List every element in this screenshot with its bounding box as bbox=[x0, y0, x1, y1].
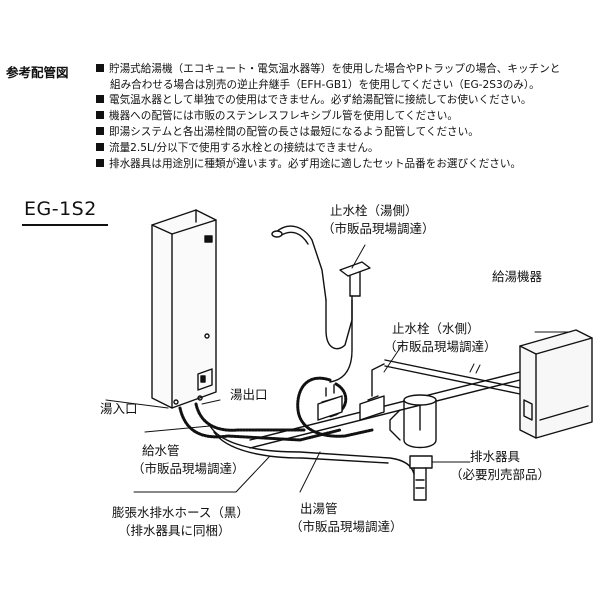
label-stop-valve-hot-note: （市販品現場調達） bbox=[322, 221, 435, 236]
label-hot-outlet: 湯出口 bbox=[230, 387, 268, 402]
label-expansion-hose-note: （排水器具に同梱） bbox=[118, 523, 231, 538]
label-hot-inlet: 湯入口 bbox=[100, 401, 138, 416]
instant-heater-unit bbox=[151, 209, 217, 409]
drain-trap bbox=[389, 394, 437, 501]
note-5: 流量2.5L/分以下で使用する水栓との接続はできません。 bbox=[96, 141, 379, 155]
faucet bbox=[271, 225, 371, 383]
water-heater-appliance bbox=[519, 329, 593, 439]
label-stop-valve-hot: 止水栓（湯側） bbox=[330, 203, 418, 218]
stop-valve-hot bbox=[317, 384, 343, 421]
note-4-text: 即湯システムと各出湯栓間の配管の長さは最短になるよう配管してください。 bbox=[109, 126, 479, 138]
note-3-text: 機器への配管には市販のステンレスフレキシブル管を使用してください。 bbox=[109, 110, 458, 122]
bullet-square-icon bbox=[96, 127, 104, 135]
label-hot-water-pipe-note: （市販品現場調達） bbox=[290, 519, 403, 534]
bullet-square-icon bbox=[96, 95, 104, 103]
leader-lines bbox=[105, 244, 571, 493]
note-2-text: 電気温水器として単独での使用はできません。必ず給湯配管に接続してお使いください。 bbox=[109, 94, 532, 106]
label-water-heater: 給湯機器 bbox=[492, 269, 543, 284]
model-number: EG-1S2 bbox=[24, 198, 97, 220]
note-1-text: 貯湯式給湯機（エコキュート・電気温水器等）を使用した場合やPトラップの場合、キッ… bbox=[109, 63, 561, 75]
bullet-square-icon bbox=[96, 64, 104, 72]
bullet-square-icon bbox=[96, 143, 104, 151]
bullet-square-icon bbox=[96, 159, 104, 167]
note-3: 機器への配管には市販のステンレスフレキシブル管を使用してください。 bbox=[96, 109, 458, 123]
note-6: 排水器具は用途別に種類が違います。必ず用途に適したセット品番をお選びください。 bbox=[96, 157, 521, 171]
note-1-continuation: 組み合わせる場合は別売の逆止弁継手（EFH-GB1）を使用してください（EG-2… bbox=[110, 79, 540, 91]
label-expansion-hose: 膨張水排水ホース（黒） bbox=[112, 505, 249, 520]
model-underline bbox=[22, 224, 108, 226]
label-supply-pipe-note: （市販品現場調達） bbox=[132, 461, 245, 476]
note-4: 即湯システムと各出湯栓間の配管の長さは最短になるよう配管してください。 bbox=[96, 125, 479, 139]
note-1: 貯湯式給湯機（エコキュート・電気温水器等）を使用した場合やPトラップの場合、キッ… bbox=[96, 62, 560, 76]
label-drain-fixture: 排水器具 bbox=[470, 449, 521, 464]
note-5-text: 流量2.5L/分以下で使用する水栓との接続はできません。 bbox=[109, 142, 379, 154]
note-6-text: 排水器具は用途別に種類が違います。必ず用途に適したセット品番をお選びください。 bbox=[109, 158, 522, 170]
header-title: 参考配管図 bbox=[6, 65, 69, 80]
note-2: 電気温水器として単独での使用はできません。必ず給湯配管に接続してお使いください。 bbox=[96, 93, 531, 107]
stop-valve-cold bbox=[359, 363, 385, 421]
long-pipe-lines bbox=[249, 359, 521, 449]
bullet-square-icon bbox=[96, 111, 104, 119]
label-hot-water-pipe: 出湯管 bbox=[300, 501, 338, 516]
label-drain-fixture-note: （必要別売部品） bbox=[450, 467, 551, 482]
label-supply-pipe: 給水管 bbox=[142, 443, 180, 458]
label-stop-valve-cold: 止水栓（水側） bbox=[392, 321, 480, 336]
label-stop-valve-cold-note: （市販品現場調達） bbox=[384, 339, 497, 354]
